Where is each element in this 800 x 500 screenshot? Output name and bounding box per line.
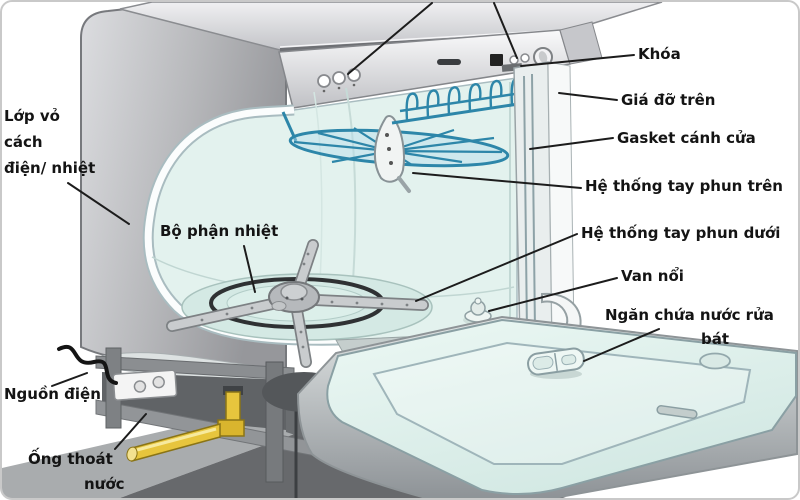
label-he-thong-tay-phun-duoi: Hệ thống tay phun dưới	[581, 224, 781, 242]
panel-button-small	[520, 53, 530, 63]
panel-display	[437, 59, 461, 65]
leader-phun-tren	[412, 172, 582, 189]
drain-pipe	[126, 386, 245, 462]
label-lop-vo-line2: cách	[4, 133, 43, 151]
leader-top-right	[493, 2, 518, 59]
rinse-aid-cap	[699, 352, 731, 370]
label-khoa: Khóa	[638, 45, 681, 63]
upper-spray-arm	[281, 111, 510, 193]
leader-khoa	[520, 54, 635, 67]
label-gasket-canh-cua: Gasket cánh cửa	[617, 129, 756, 147]
leader-lop-vo	[67, 182, 130, 225]
label-nguon-dien: Nguồn điện	[4, 385, 101, 403]
float-valve	[463, 297, 493, 325]
door-vent-slot	[656, 405, 698, 419]
label-van-noi: Van nổi	[621, 267, 684, 285]
label-lop-vo-line3: điện/ nhiệt	[4, 159, 96, 177]
leader-van-noi	[488, 277, 618, 312]
leader-phun-duoi	[415, 233, 578, 302]
door	[296, 315, 798, 498]
control-panel	[278, 21, 603, 109]
detergent-dispenser	[527, 347, 585, 376]
door-gasket	[513, 61, 575, 343]
label-ong-thoat-line2: nước	[84, 475, 125, 493]
panel-button	[332, 71, 346, 85]
label-ong-thoat-line1: Ống thoát	[28, 450, 113, 468]
label-ngan-chua-line2: bát	[701, 330, 730, 348]
label-lop-vo-line1: Lớp vỏ	[4, 107, 60, 125]
panel-button	[347, 68, 361, 82]
leader-nguon-dien	[51, 372, 88, 387]
leader-ong-thoat	[114, 413, 147, 450]
label-he-thong-tay-phun-tren: Hệ thống tay phun trên	[585, 177, 783, 195]
panel-window	[490, 54, 503, 66]
panel-button	[317, 74, 331, 88]
leader-gasket	[529, 137, 614, 150]
leader-top-left	[347, 2, 433, 75]
label-bo-phan-nhiet: Bộ phận nhiệt	[160, 222, 279, 240]
door-inner-face	[326, 318, 797, 496]
label-lop-vo: Lớp vỏ cách điện/ nhiệt	[4, 103, 95, 181]
leader-ngan-chua	[583, 328, 660, 362]
leader-gia-do-tren	[558, 92, 618, 101]
lower-spray-arm	[166, 239, 429, 368]
leader-bo-phan-nhiet	[243, 245, 256, 293]
power-junction-box	[112, 369, 178, 401]
leader-lines	[51, 2, 660, 450]
label-ngan-chua-line1: Ngăn chứa nước rửa	[605, 306, 774, 324]
label-gia-do-tren: Giá đỡ trên	[621, 91, 716, 109]
power-cord	[57, 345, 118, 385]
